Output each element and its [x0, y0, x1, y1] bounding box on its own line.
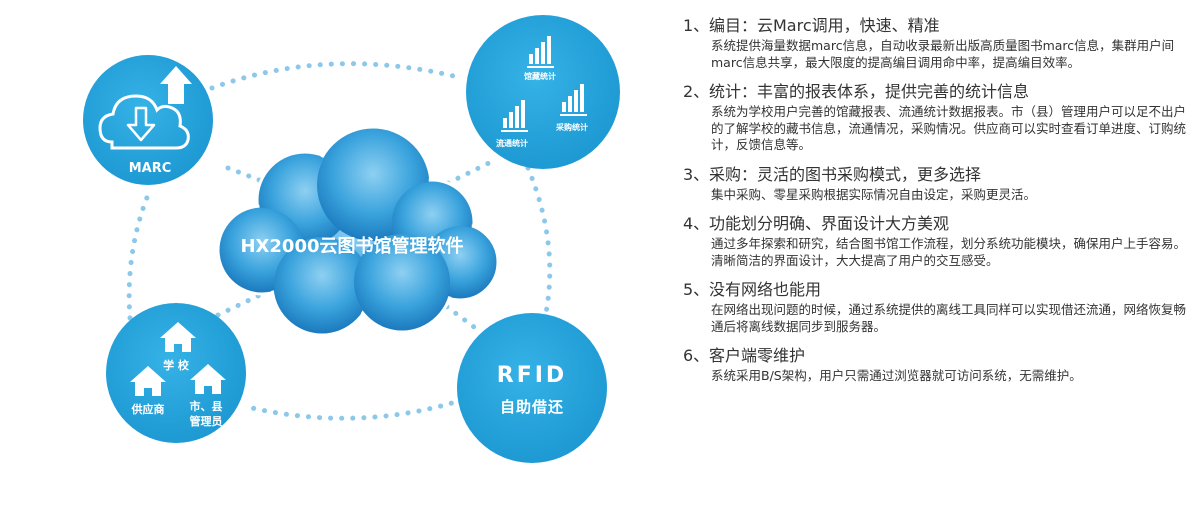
feature-title-text: 统计：丰富的报表体系，提供完善的统计信息 [709, 82, 1030, 101]
feature-number: 1、 [683, 16, 710, 35]
feature-description: 系统提供海量数据marc信息，自动收录最新出版高质量图书marc信息，集群用户间… [711, 38, 1175, 70]
feature-title: 4、功能划分明确、界面设计大方美观 [683, 212, 1188, 236]
feature-number: 3、 [683, 164, 710, 184]
rfid-title: RFID [497, 363, 567, 388]
bar-chart-icon [527, 36, 554, 68]
cloud-download-icon [98, 94, 190, 150]
connector-rfid-users [249, 397, 465, 421]
users-label-admin-line1: 市、县 [190, 399, 223, 413]
connector-users-marc [126, 187, 153, 321]
node-stats: 馆藏统计 流通统计 采购统计 [466, 15, 620, 169]
feature-description: 通过多年探索和研究，结合图书馆工作流程，划分系统功能模块，确保用户上手容易。清晰… [711, 236, 1187, 268]
feature-number: 2、 [683, 82, 710, 101]
users-label-school: 学 校 [163, 358, 190, 372]
feature-item: 6、客户端零维护系统采用B/S架构，用户只需通过浏览器就可访问系统，无需维护。 [683, 344, 1188, 385]
house-icon [160, 322, 196, 352]
feature-item: 3、采购：灵活的图书采购模式，更多选择集中采购、零星采购根据实际情况自由设定，采… [683, 163, 1188, 204]
bar-chart-icon [501, 100, 528, 132]
feature-title-text: 采购：灵活的图书采购模式，更多选择 [709, 164, 982, 184]
bar-chart-icon [560, 84, 587, 116]
upload-arrow-icon [160, 66, 192, 104]
stats-label-top: 馆藏统计 [524, 71, 556, 81]
feature-title: 6、客户端零维护 [683, 344, 1188, 368]
feature-title-text: 功能划分明确、界面设计大方美观 [709, 214, 950, 233]
connector-stats-rfid [525, 165, 553, 321]
rfid-subtitle: 自助借还 [500, 398, 564, 416]
feature-title: 3、采购：灵活的图书采购模式，更多选择 [683, 163, 1188, 187]
feature-list: 1、编目：云Marc调用，快速、精准系统提供海量数据marc信息，自动收录最新出… [683, 14, 1188, 394]
stats-label-right: 采购统计 [555, 122, 588, 132]
connector-marc-stats [209, 61, 465, 91]
feature-item: 2、统计：丰富的报表体系，提供完善的统计信息系统为学校用户完善的馆藏报表、流通统… [683, 80, 1188, 154]
users-label-admin-line2: 管理员 [190, 414, 223, 428]
stats-label-left: 流通统计 [496, 138, 528, 148]
users-label-supplier: 供应商 [131, 402, 165, 416]
center-title: HX2000云图书馆管理软件 [240, 235, 463, 257]
feature-description: 在网络出现问题的时候，通过系统提供的离线工具同样可以实现借还流通，网络恢复畅通后… [711, 302, 1187, 334]
feature-item: 4、功能划分明确、界面设计大方美观通过多年探索和研究，结合图书馆工作流程，划分系… [683, 212, 1188, 269]
feature-description: 系统采用B/S架构，用户只需通过浏览器就可访问系统，无需维护。 [711, 368, 1082, 383]
system-diagram: HX2000云图书馆管理软件 MARC 馆藏统计 流通统计 采购 [83, 15, 620, 463]
feature-number: 5、 [683, 280, 710, 299]
node-marc: MARC [83, 55, 213, 185]
feature-title: 1、编目：云Marc调用，快速、精准 [683, 14, 1188, 38]
cloud-center: HX2000云图书馆管理软件 [216, 125, 500, 337]
node-rfid: RFID 自助借还 [457, 313, 607, 463]
feature-title: 5、没有网络也能用 [683, 278, 1188, 302]
feature-item: 1、编目：云Marc调用，快速、精准系统提供海量数据marc信息，自动收录最新出… [683, 14, 1188, 71]
feature-title-text: 编目：云Marc调用，快速、精准 [709, 16, 940, 35]
node-marc-label: MARC [129, 161, 172, 176]
feature-title-text: 客户端零维护 [709, 346, 806, 365]
feature-title-text: 没有网络也能用 [709, 280, 822, 299]
house-icon [130, 366, 166, 396]
feature-number: 4、 [683, 214, 710, 233]
house-icon [190, 364, 226, 394]
feature-description: 系统为学校用户完善的馆藏报表、流通统计数据报表。市（县）管理用户可以足不出户的了… [711, 104, 1187, 152]
feature-description: 集中采购、零星采购根据实际情况自由设定，采购更灵活。 [711, 186, 1037, 202]
feature-number: 6、 [683, 346, 710, 365]
connector-cloud-users [215, 292, 263, 318]
feature-item: 5、没有网络也能用在网络出现问题的时候，通过系统提供的离线工具同样可以实现借还流… [683, 278, 1188, 335]
node-users: 学 校 供应商 市、县 管理员 [106, 303, 246, 443]
feature-title: 2、统计：丰富的报表体系，提供完善的统计信息 [683, 80, 1188, 104]
